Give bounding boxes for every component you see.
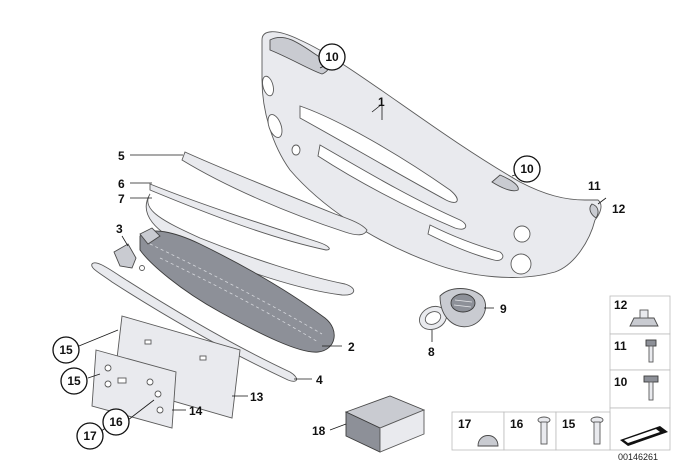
callout-15-left: 15 bbox=[52, 336, 80, 364]
callout-10-right: 10 bbox=[513, 155, 541, 183]
part-number-5: 5 bbox=[118, 149, 125, 163]
grommet-icon bbox=[477, 435, 499, 447]
fog-lamp-ring-part bbox=[419, 305, 447, 331]
part-number-7: 7 bbox=[118, 192, 125, 206]
part-number-6: 6 bbox=[118, 177, 125, 191]
lower-strip-part bbox=[91, 262, 297, 382]
legend-number-10: 10 bbox=[614, 375, 628, 389]
callout-label: 10 bbox=[325, 50, 339, 64]
collar-screw-icon bbox=[643, 375, 659, 401]
self-tapping-screw-icon bbox=[590, 416, 604, 445]
callout-label: 15 bbox=[67, 374, 81, 388]
part-number-18: 18 bbox=[312, 424, 326, 438]
callout-16: 16 bbox=[102, 408, 130, 436]
callout-label: 17 bbox=[83, 429, 97, 443]
legend-number-11: 11 bbox=[614, 339, 627, 353]
callout-label: 15 bbox=[59, 343, 73, 357]
legend-number-17: 17 bbox=[458, 417, 472, 431]
legend-bottom-row: 17 16 15 bbox=[451, 411, 611, 451]
part-number-11: 11 bbox=[588, 179, 601, 193]
hex-bolt-icon bbox=[645, 339, 657, 363]
part-number-3: 3 bbox=[116, 222, 123, 236]
diagram-code: 00146261 bbox=[618, 452, 658, 462]
legend-right-column: 12 11 10 bbox=[609, 295, 671, 451]
upper-trim-strip-part bbox=[181, 151, 368, 236]
callout-label: 16 bbox=[109, 415, 123, 429]
part-number-12: 12 bbox=[612, 202, 626, 216]
part-number-8: 8 bbox=[428, 345, 435, 359]
fog-lamp-cover-part bbox=[439, 288, 486, 328]
legend-number-16: 16 bbox=[510, 417, 524, 431]
part-number-14: 14 bbox=[189, 404, 203, 418]
legend-number-12: 12 bbox=[614, 298, 628, 312]
licence-plate-holder-part bbox=[91, 349, 177, 429]
part-number-9: 9 bbox=[500, 302, 507, 316]
parts-kit-box-part bbox=[344, 395, 426, 453]
callout-17: 17 bbox=[76, 422, 104, 450]
part-number-13: 13 bbox=[250, 390, 264, 404]
part-number-2: 2 bbox=[348, 340, 355, 354]
lower-grille-part bbox=[139, 227, 335, 353]
small-bracket-part bbox=[113, 243, 145, 271]
callout-label: 10 bbox=[520, 162, 534, 176]
part-number-4: 4 bbox=[316, 373, 323, 387]
callout-10-upper: 10 bbox=[318, 43, 346, 71]
legend-number-15: 15 bbox=[562, 417, 576, 431]
screw-icon bbox=[537, 416, 551, 445]
callout-15-lower: 15 bbox=[60, 367, 88, 395]
clip-nut-icon bbox=[629, 317, 659, 327]
bumper-cover-part bbox=[261, 31, 602, 278]
part-number-1: 1 bbox=[378, 95, 385, 109]
arrow-indicator-icon bbox=[620, 426, 668, 446]
